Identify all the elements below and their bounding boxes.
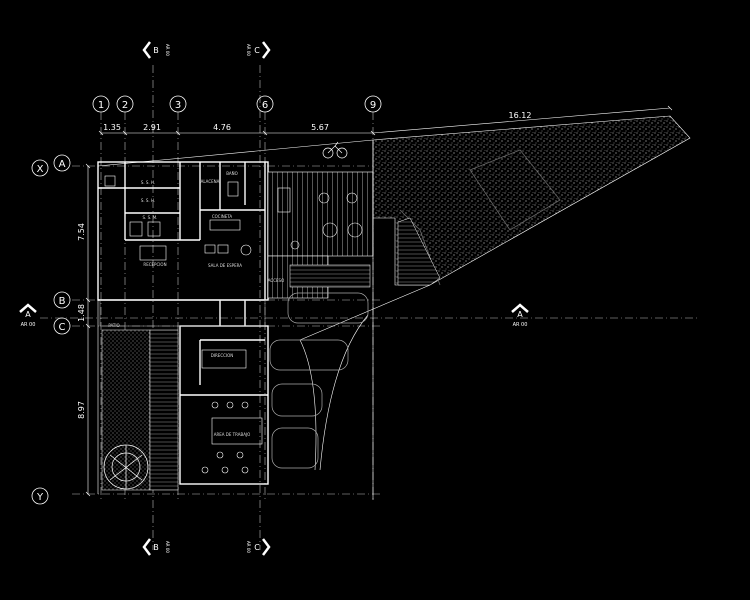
room-labels: S. S. H. S. S. H. S. S. M. ALACENA BAÑO … bbox=[108, 171, 284, 437]
grid-bubble-6: 6 bbox=[256, 95, 274, 113]
room-label-cocineta: COCINETA bbox=[212, 214, 233, 219]
dimension-label: 16.12 bbox=[509, 111, 532, 120]
section-sheet: AR 00 bbox=[165, 541, 170, 553]
room-label-bano: BAÑO bbox=[226, 171, 238, 176]
section-marker-left-a: A AR 00 bbox=[19, 303, 37, 328]
grid-row-bubbles: X A B C Y bbox=[31, 154, 71, 505]
tree-icon bbox=[103, 444, 149, 490]
room-label-area-de-trabajo: AREA DE TRABAJO bbox=[214, 432, 251, 437]
grid-bubble-3: 3 bbox=[169, 95, 187, 113]
dimension-lines bbox=[85, 105, 673, 497]
wood-deck bbox=[267, 171, 374, 257]
grid-bubble-c: C bbox=[53, 317, 71, 335]
section-sheet: AR 00 bbox=[21, 322, 36, 328]
section-sheet: AR 00 bbox=[246, 44, 251, 56]
dimension-label: 7.54 bbox=[77, 223, 86, 241]
section-marker-top-b: B AR 00 bbox=[142, 41, 170, 59]
grid-bubble-2: 2 bbox=[116, 95, 134, 113]
patio-walkway bbox=[149, 329, 179, 491]
grid-column-bubbles: 1 2 3 6 9 bbox=[92, 95, 382, 113]
bicycle-icon bbox=[322, 141, 348, 159]
grid-label: Y bbox=[36, 492, 44, 503]
section-letter: C bbox=[254, 46, 260, 55]
room-label-direccion: DIRECCION bbox=[211, 353, 233, 358]
grid-bubble-b: B bbox=[53, 291, 71, 309]
section-sheet: AR 00 bbox=[246, 541, 251, 553]
entry-pavement bbox=[289, 264, 371, 288]
grid-bubble-y: Y bbox=[31, 487, 49, 505]
dimension-label: 4.76 bbox=[213, 123, 231, 132]
dimension-label: 1.48 bbox=[77, 304, 86, 322]
section-letter: A bbox=[517, 310, 523, 319]
grid-bubble-a: A bbox=[53, 154, 71, 172]
grid-label: A bbox=[59, 159, 66, 170]
room-label-sala-de-espera: SALA DE ESPERA bbox=[208, 263, 242, 268]
section-marker-bottom-c: C AR 00 bbox=[246, 538, 271, 556]
grid-label: 3 bbox=[175, 100, 181, 111]
section-marker-bottom-b: B AR 00 bbox=[142, 538, 170, 556]
grid-label: 1 bbox=[98, 100, 104, 111]
grid-label: B bbox=[59, 296, 66, 307]
room-label-alacena: ALACENA bbox=[201, 179, 220, 184]
room-label-recepcion: RECEPCION bbox=[143, 262, 166, 267]
grid-bubble-9: 9 bbox=[364, 95, 382, 113]
grid-label: 6 bbox=[262, 100, 268, 111]
grid-label: X bbox=[37, 164, 44, 175]
room-label-patio: PATIO bbox=[108, 323, 119, 328]
grid-label: 2 bbox=[122, 100, 128, 111]
grid-bubble-1: 1 bbox=[92, 95, 110, 113]
room-label-ssh: S. S. H. bbox=[141, 180, 155, 185]
grid-bubble-x: X bbox=[31, 159, 49, 177]
dimension-label: 2.91 bbox=[143, 123, 161, 132]
section-letter: C bbox=[254, 543, 260, 552]
room-label-ssh: S. S. H. bbox=[141, 198, 155, 203]
section-marker-top-c: C AR 00 bbox=[246, 41, 271, 59]
furniture bbox=[104, 175, 363, 474]
section-sheet: AR 00 bbox=[165, 44, 170, 56]
section-marker-right-a: A AR 00 bbox=[511, 303, 529, 328]
room-label-ssm: S. S. M. bbox=[143, 215, 158, 220]
grid-label: C bbox=[59, 322, 66, 333]
section-letter: B bbox=[153, 46, 159, 55]
parking-outlines bbox=[269, 292, 369, 469]
grid-label: 9 bbox=[370, 100, 376, 111]
dimension-labels: 1.35 2.91 4.76 5.67 16.12 7.54 1.48 8.97 bbox=[77, 111, 531, 419]
dimension-label: 8.97 bbox=[77, 401, 86, 419]
dimension-label: 5.67 bbox=[311, 123, 329, 132]
dimension-label: 1.35 bbox=[103, 123, 121, 132]
section-letter: B bbox=[153, 543, 159, 552]
corridor-hatch bbox=[99, 299, 266, 327]
room-label-acceso: ACCESO bbox=[268, 278, 284, 283]
section-letter: A bbox=[25, 310, 31, 319]
section-sheet: AR 00 bbox=[513, 322, 528, 328]
ramp bbox=[397, 217, 441, 286]
